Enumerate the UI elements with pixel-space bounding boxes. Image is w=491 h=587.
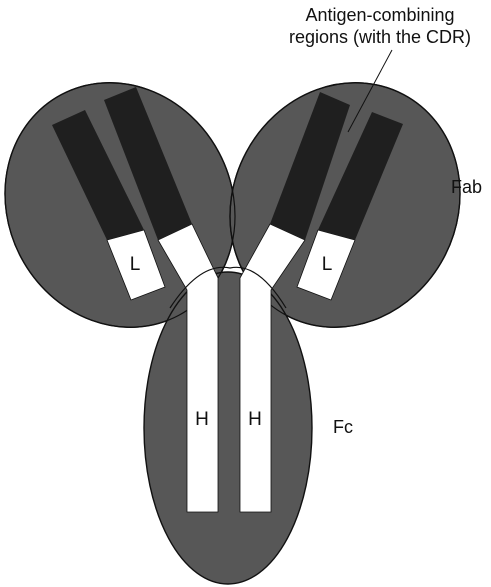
antigen-label-line2: regions (with the CDR) xyxy=(289,27,471,47)
light-chain-right-label: L xyxy=(322,254,333,275)
fc-domain xyxy=(144,272,312,584)
light-chain-left-label: L xyxy=(130,254,141,275)
fab-label: Fab xyxy=(451,177,482,197)
heavy-chain-left-label: H xyxy=(195,409,209,430)
antigen-label-line1: Antigen-combining xyxy=(305,5,454,25)
fc-label: Fc xyxy=(333,417,353,437)
heavy-chain-right-label: H xyxy=(248,409,262,430)
